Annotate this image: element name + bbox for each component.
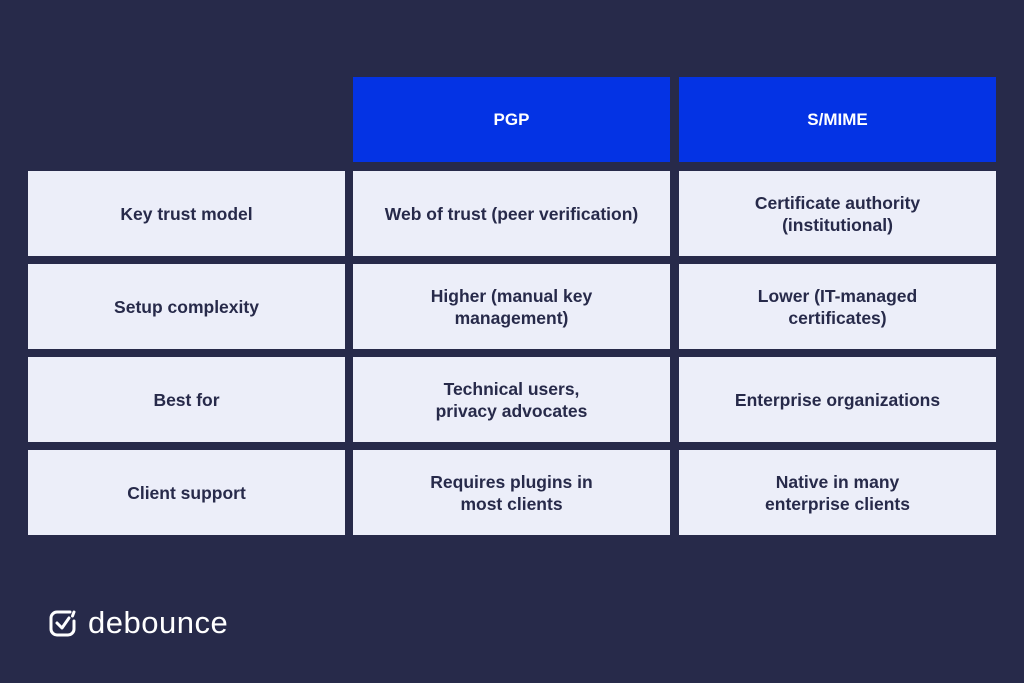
header-pgp: PGP [353,77,670,162]
debounce-logo: debounce [48,605,228,641]
pgp-cell: Requires plugins in most clients [353,450,670,535]
smime-cell: Lower (IT-managed certificates) [679,264,996,349]
header-smime: S/MIME [679,77,996,162]
logo-text: debounce [88,605,229,640]
pgp-cell: Web of trust (peer verification) [353,171,670,256]
row-label: Key trust model [28,171,345,256]
smime-cell: Certificate authority (institutional) [679,171,996,256]
row-label: Best for [28,357,345,442]
pgp-cell: Technical users, privacy advocates [353,357,670,442]
row-label: Client support [28,450,345,535]
row-label: Setup complexity [28,264,345,349]
check-icon [49,610,76,637]
smime-cell: Native in many enterprise clients [679,450,996,535]
smime-cell: Enterprise organizations [679,357,996,442]
pgp-cell: Higher (manual key management) [353,264,670,349]
